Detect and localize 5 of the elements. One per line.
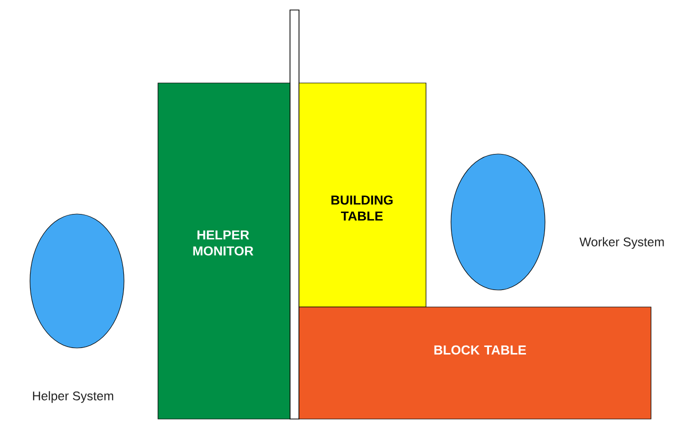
box-label: BLOCK TABLE (434, 345, 526, 355)
node-caption: Helper System (33, 391, 114, 403)
box-label: HELPER MONITOR (193, 230, 254, 256)
box-label: BUILDING TABLE (331, 195, 393, 221)
node-caption: Worker System (579, 237, 664, 249)
